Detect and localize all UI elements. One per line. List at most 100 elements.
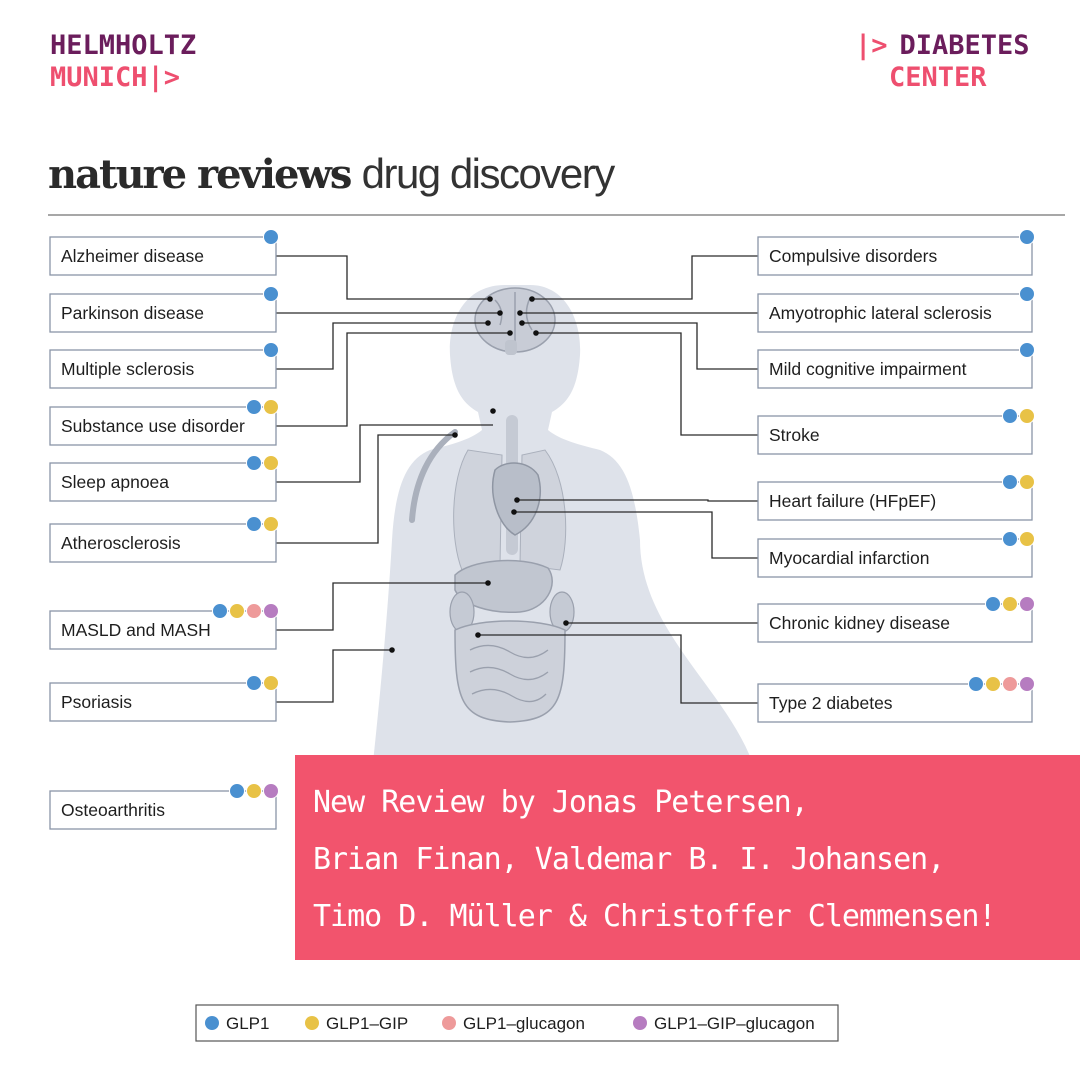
connector-endpoint <box>519 320 525 326</box>
drug-dot-glp1-glucagon <box>246 603 262 619</box>
disease-label: Sleep apnoea <box>61 472 169 492</box>
disease-box-frame <box>49 523 277 563</box>
disease-label: Parkinson disease <box>61 303 204 323</box>
disease-box-frame <box>49 236 277 276</box>
legend-item-glp1-glucagon: GLP1–glucagon <box>442 1014 585 1033</box>
arrow-mark-icon: |> <box>147 62 181 93</box>
disease-box-frame <box>757 236 1033 276</box>
connector-endpoint <box>511 509 517 515</box>
drug-dot-glp1-gip <box>263 399 279 415</box>
disease-box-stroke: Stroke <box>757 408 1035 455</box>
disease-box-frame <box>757 603 1033 643</box>
disease-box-chronic-kidney-disease: Chronic kidney disease <box>757 596 1035 643</box>
legend-swatch <box>205 1016 219 1030</box>
drug-dot-glp1-gip <box>985 676 1001 692</box>
disease-box-sleep-apnoea: Sleep apnoea <box>49 455 279 502</box>
drug-dot-glp1 <box>246 516 262 532</box>
connector-line <box>276 255 490 300</box>
logo-line-1: HELMHOLTZ <box>50 30 197 61</box>
carotid-artery-icon <box>409 429 458 523</box>
disease-box-masld-and-mash: MASLD and MASH <box>49 603 279 650</box>
disease-box-osteoarthritis: Osteoarthritis <box>49 783 279 830</box>
connector-endpoint <box>563 620 569 626</box>
journal-title: nature reviews drug discovery <box>48 148 616 200</box>
disease-box-substance-use-disorder: Substance use disorder <box>49 399 279 446</box>
disease-box-frame <box>757 415 1033 455</box>
disease-box-type-2-diabetes: Type 2 diabetes <box>757 676 1035 723</box>
drug-dot-glp1-gip-glucagon <box>1019 596 1035 612</box>
drug-dot-glp1 <box>1002 531 1018 547</box>
drug-dot-glp1-gip <box>229 603 245 619</box>
legend-label: GLP1 <box>226 1014 269 1033</box>
disease-box-alzheimer-disease: Alzheimer disease <box>49 229 279 276</box>
disease-box-frame <box>49 682 277 722</box>
drug-dot-glp1-gip <box>263 516 279 532</box>
disease-label: Type 2 diabetes <box>769 693 893 713</box>
legend-box <box>195 1004 839 1042</box>
brainstem-icon <box>505 340 517 355</box>
banner-line-2: Brian Finan, Valdemar B. I. Johansen, <box>313 842 945 877</box>
connector-line <box>517 499 758 502</box>
drug-dot-glp1-gip <box>246 783 262 799</box>
drug-dot-glp1 <box>246 399 262 415</box>
disease-label: Heart failure (HFpEF) <box>769 491 936 511</box>
disease-box-psoriasis: Psoriasis <box>49 675 279 722</box>
review-announcement-banner: New Review by Jonas Petersen, Brian Fina… <box>295 755 1080 960</box>
connector-line <box>276 424 493 483</box>
drug-dot-glp1 <box>1019 229 1035 245</box>
drug-dot-glp1-gip <box>1019 474 1035 490</box>
connector-line <box>532 255 758 300</box>
body-illustration <box>370 285 760 790</box>
disease-box-parkinson-disease: Parkinson disease <box>49 286 279 333</box>
disease-box-frame <box>757 349 1033 389</box>
intestine-loops <box>469 644 549 703</box>
banner-line-1: New Review by Jonas Petersen, <box>313 785 809 820</box>
connector-endpoint <box>452 432 458 438</box>
journal-title-regular: drug discovery <box>361 150 616 197</box>
disease-label: Stroke <box>769 425 820 445</box>
legend-swatch <box>305 1016 319 1030</box>
disease-label: Alzheimer disease <box>61 246 204 266</box>
arrow-mark-icon: |> <box>855 30 888 61</box>
disease-label: Compulsive disorders <box>769 246 938 266</box>
legend-swatch <box>442 1016 456 1030</box>
drug-dot-glp1-gip <box>263 455 279 471</box>
banner-line-3: Timo D. Müller & Christoffer Clemmensen! <box>313 899 996 934</box>
legend-swatch <box>633 1016 647 1030</box>
disease-box-frame <box>49 462 277 502</box>
drug-dot-glp1-gip-glucagon <box>263 783 279 799</box>
connector-line <box>514 511 758 559</box>
legend-label: GLP1–glucagon <box>463 1014 585 1033</box>
disease-label: Amyotrophic lateral sclerosis <box>769 303 992 323</box>
drug-dot-glp1 <box>1002 474 1018 490</box>
logo-line-2: CENTER <box>889 62 987 93</box>
connector-endpoint <box>533 330 539 336</box>
connector-endpoint <box>389 647 395 653</box>
disease-label: Substance use disorder <box>61 416 245 436</box>
disease-label: Chronic kidney disease <box>769 613 950 633</box>
disease-label: Multiple sclerosis <box>61 359 194 379</box>
connector-endpoint <box>529 296 535 302</box>
drug-dot-glp1-gip-glucagon <box>263 603 279 619</box>
disease-box-frame <box>49 349 277 389</box>
drug-dot-glp1 <box>246 455 262 471</box>
drug-dot-glp1-gip <box>263 675 279 691</box>
disease-box-heart-failure-hfpef: Heart failure (HFpEF) <box>757 474 1035 521</box>
connector-endpoint <box>475 632 481 638</box>
drug-dot-glp1 <box>1019 286 1035 302</box>
drug-dot-glp1 <box>246 675 262 691</box>
connector-line <box>522 322 758 370</box>
legend-item-glp1-gip-glucagon: GLP1–GIP–glucagon <box>633 1014 815 1033</box>
connector-endpoint <box>497 310 503 316</box>
logo-line-1: DIABETES <box>899 30 1030 61</box>
disease-box-compulsive-disorders: Compulsive disorders <box>757 229 1035 276</box>
drug-dot-glp1 <box>212 603 228 619</box>
journal-title-bold: nature reviews <box>48 151 352 198</box>
diabetes-center-logo: |> DIABETES CENTER <box>855 30 1030 94</box>
disease-box-atherosclerosis: Atherosclerosis <box>49 516 279 563</box>
connector-endpoint <box>507 330 513 336</box>
connector-line <box>276 649 392 703</box>
disease-label: Osteoarthritis <box>61 800 165 820</box>
connector-endpoint <box>517 310 523 316</box>
